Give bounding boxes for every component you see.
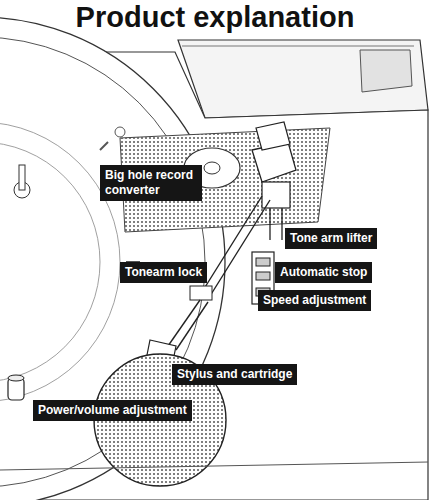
callout-label: Big hole record converter bbox=[100, 165, 202, 201]
page-title: Product explanation bbox=[0, 0, 430, 34]
label-text: Automatic stop bbox=[280, 265, 367, 280]
dust-lid bbox=[178, 40, 428, 118]
callout-label: Stylus and cartridge bbox=[172, 364, 297, 385]
label-text: Tonearm lock bbox=[125, 265, 202, 280]
callout-label: Tone arm lifter bbox=[285, 228, 377, 249]
callout-label: Automatic stop bbox=[275, 262, 372, 283]
label-text: Speed adjustment bbox=[263, 293, 366, 308]
label-text: Tone arm lifter bbox=[290, 231, 372, 246]
callout-label: Speed adjustment bbox=[258, 290, 371, 311]
platter bbox=[0, 17, 225, 500]
label-text: Big hole record converter bbox=[105, 168, 197, 198]
label-text: Stylus and cartridge bbox=[177, 367, 292, 382]
label-text: Power/volume adjustment bbox=[38, 403, 187, 418]
callout-label: Tonearm lock bbox=[120, 262, 207, 283]
callout-label: Power/volume adjustment bbox=[33, 400, 192, 421]
